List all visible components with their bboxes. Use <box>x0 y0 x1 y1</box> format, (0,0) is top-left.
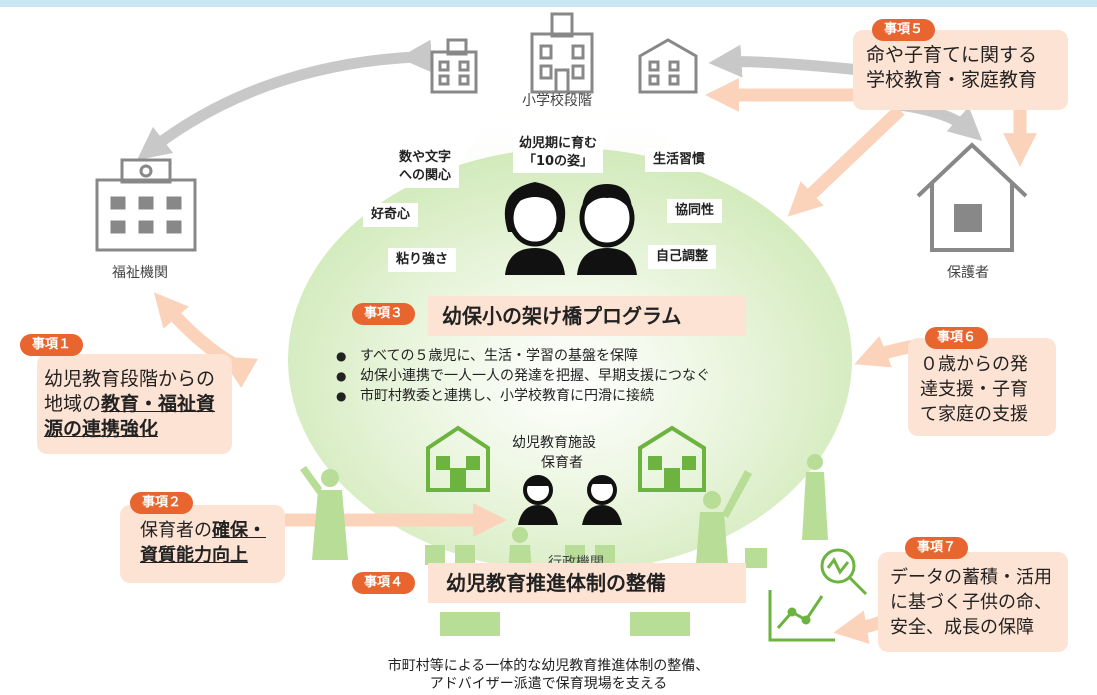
arrow-school-welfare <box>136 39 433 161</box>
bullet-item: 幼保小連携で一人一人の発達を把握、早期支援につなぐ <box>336 366 856 386</box>
nursery-building-icon <box>426 425 706 492</box>
item6-box <box>908 338 1056 436</box>
teacher-icon <box>518 475 622 525</box>
item7-text: データの蓄積・活用 に基づく子供の命、 安全、成長の保障 <box>890 567 1052 638</box>
trait-self-regulation: 自己調整 <box>648 245 717 269</box>
arrow-item5-oval <box>787 105 905 217</box>
guardian-label: 保護者 <box>947 265 989 281</box>
bullet-item: 市町村教委と連携し、小学校教育に円滑に接続 <box>336 386 856 406</box>
magnifier-chart-icon <box>820 548 868 596</box>
item2-box <box>120 505 285 583</box>
footer-caption: 市町村等による一体的な幼児教育推進体制の整備、 アドバイザー派遣で保育現場を支え… <box>387 658 710 692</box>
welfare-building-icon <box>95 158 197 252</box>
line-chart-icon <box>768 590 835 642</box>
ten-figures-title: 幼児期に育む 「10の姿」 <box>513 133 604 173</box>
facility-label: 幼児教育施設 <box>512 435 596 451</box>
trait-habits: 生活習慣 <box>645 148 714 172</box>
item3-title: 幼保小の架け橋プログラム <box>428 296 746 336</box>
item2-text: 保育者の確保・ 資質能力向上 <box>140 520 266 566</box>
trait-perseverance: 粘り強さ <box>388 248 457 272</box>
item7-box <box>878 552 1068 652</box>
item6-tag: 事項６ <box>925 327 989 349</box>
trait-numbers-letters: 数や文字 への関心 <box>391 146 460 188</box>
item2-tag: 事項２ <box>130 492 194 514</box>
school-stage-label: 小学校段階 <box>522 93 592 109</box>
item4-title: 幼児教育推進体制の整備 <box>428 563 746 603</box>
trait-curiosity: 好奇心 <box>363 203 419 227</box>
item6-text: ０歳からの発 達支援・子育 て家庭の支援 <box>920 354 1028 425</box>
welfare-label: 福祉機関 <box>112 265 168 281</box>
item1-text: 幼児教育段階からの 地域の教育・福祉資 源の連携強化 <box>44 368 216 440</box>
childcare-worker-label: 保育者 <box>541 455 583 471</box>
item1-box <box>37 354 232 454</box>
item3-tag: 事項３ <box>352 303 416 325</box>
item5-text: 命や子育てに関する 学校教育・家庭教育 <box>866 44 1038 91</box>
item4-tag: 事項４ <box>352 572 416 594</box>
item5-box <box>853 30 1068 110</box>
top-accent-bar <box>0 0 1097 7</box>
item3-bullets: すべての５歳児に、生活・学習の基盤を保障 幼保小連携で一人一人の発達を把握、早期… <box>336 346 856 406</box>
school-building-icon <box>430 12 698 94</box>
trait-cooperation: 協同性 <box>667 199 723 223</box>
item1-tag: 事項１ <box>20 334 84 356</box>
boy-child-icon <box>577 184 637 275</box>
bullet-item: すべての５歳児に、生活・学習の基盤を保障 <box>336 346 856 366</box>
item7-tag: 事項７ <box>905 537 969 559</box>
house-icon <box>916 142 1028 252</box>
item5-tag: 事項５ <box>872 19 936 41</box>
girl-child-icon <box>504 182 566 275</box>
arrow-item5-school <box>708 44 861 78</box>
